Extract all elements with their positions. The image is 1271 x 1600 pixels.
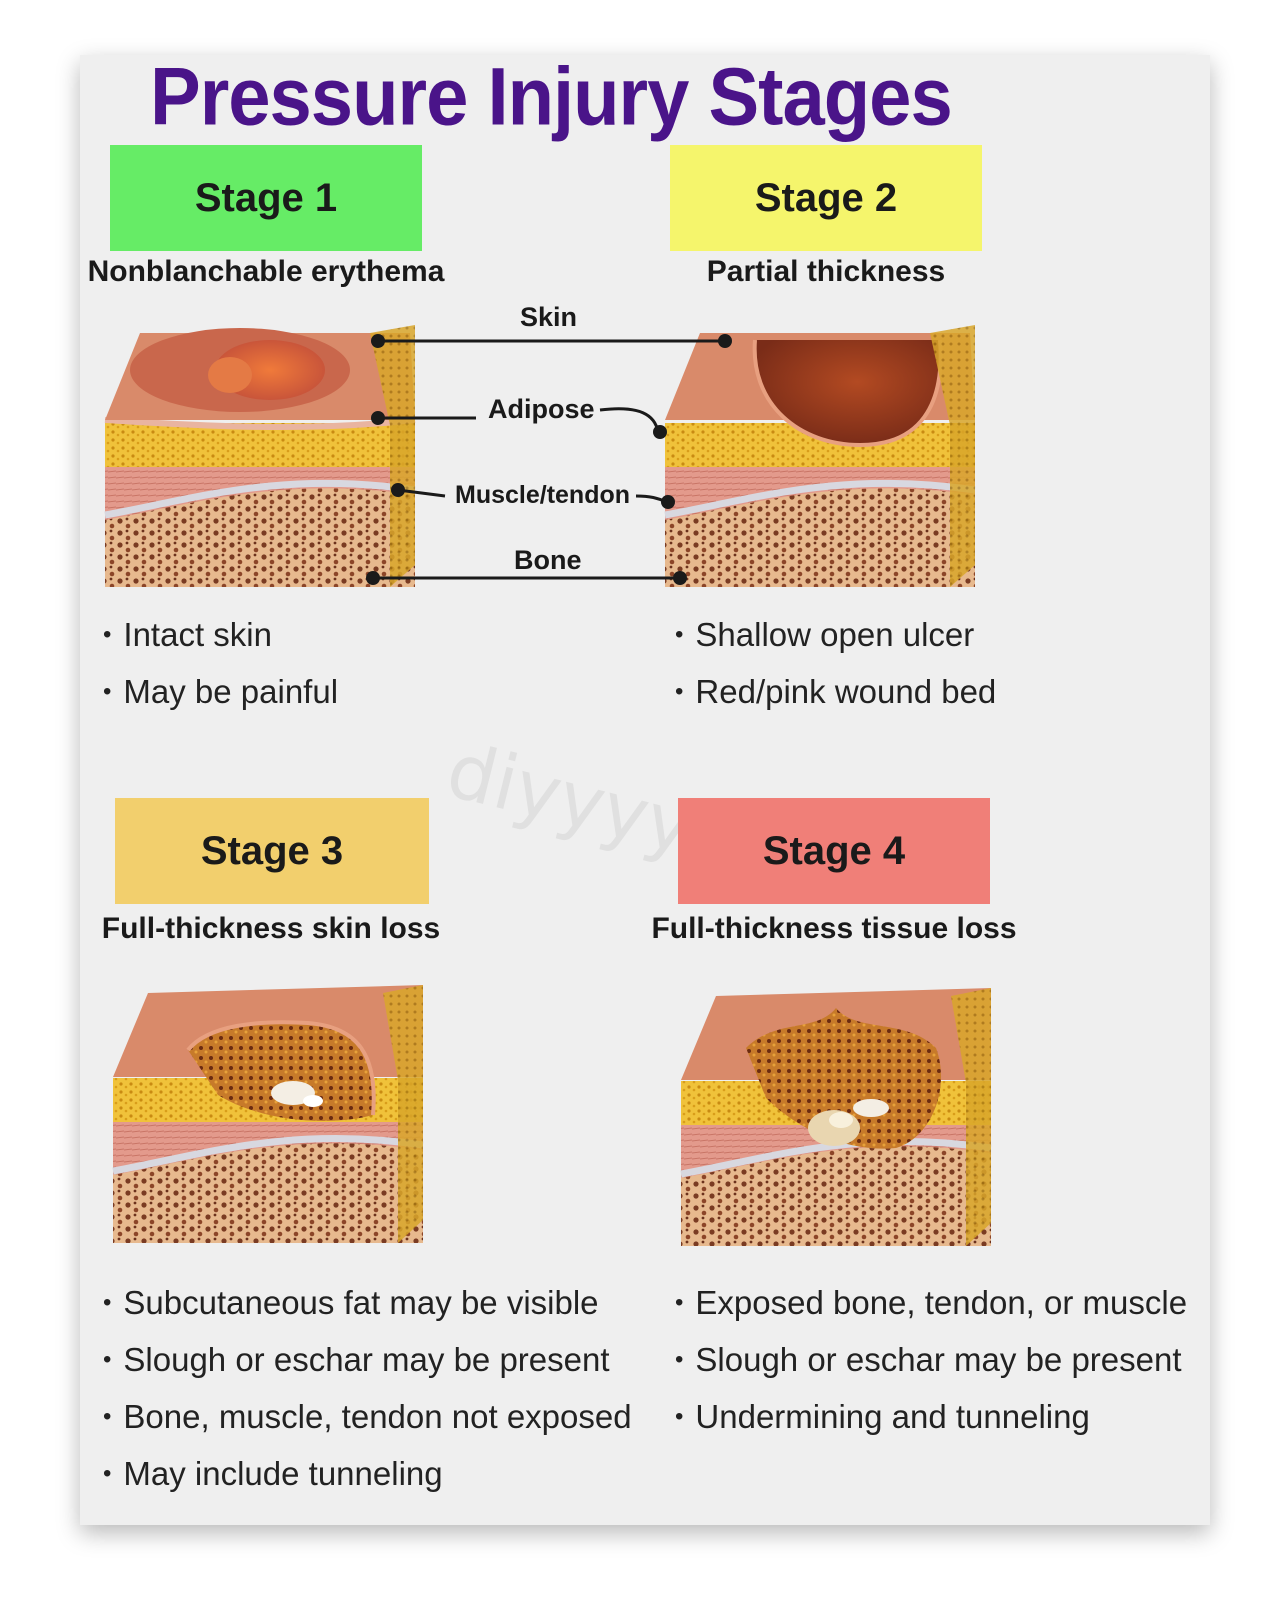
list-item: Intact skin: [103, 608, 338, 665]
stage-4-label: Stage 4: [762, 828, 906, 873]
stage-2-subtitle: Partial thickness: [706, 255, 946, 288]
page-title: Pressure Injury Stages: [150, 51, 953, 143]
layer-label-muscle: Muscle/tendon: [455, 481, 631, 509]
list-item: Slough or eschar may be present: [675, 1333, 1187, 1390]
stage-2-header: Stage 2: [670, 145, 982, 251]
stage-1-subtitle: Nonblanchable erythema: [87, 255, 445, 288]
layer-label-adipose: Adipose: [488, 394, 595, 424]
stage-2-bullets: Shallow open ulcer Red/pink wound bed: [675, 608, 996, 722]
stage-1-tissue-diagram: [104, 325, 416, 587]
list-item: May be painful: [103, 665, 338, 722]
stage-4-tissue-diagram: [680, 988, 992, 1246]
layer-label-bone: Bone: [514, 545, 582, 575]
stage-4-subtitle: Full-thickness tissue loss: [651, 912, 1017, 945]
stage-2-label: Stage 2: [754, 175, 898, 220]
stage-1-bullets: Intact skin May be painful: [103, 608, 338, 722]
list-item: Slough or eschar may be present: [103, 1333, 632, 1390]
list-item: Undermining and tunneling: [675, 1390, 1187, 1447]
list-item: Shallow open ulcer: [675, 608, 996, 665]
stage-1-header: Stage 1: [110, 145, 422, 251]
layer-label-skin: Skin: [520, 302, 578, 332]
stage-1-label: Stage 1: [194, 175, 338, 220]
list-item: Red/pink wound bed: [675, 665, 996, 722]
stage-4-header: Stage 4: [678, 798, 990, 904]
stage-3-tissue-diagram: [112, 985, 424, 1243]
list-item: Bone, muscle, tendon not exposed: [103, 1390, 631, 1447]
stage-3-label: Stage 3: [200, 828, 344, 873]
list-item: May include tunneling: [103, 1447, 632, 1504]
stage-4-bullets: Exposed bone, tendon, or muscle Slough o…: [675, 1276, 1187, 1447]
stage-2-tissue-diagram: [664, 325, 976, 587]
list-item: Subcutaneous fat may be visible: [103, 1276, 632, 1333]
stage-3-header: Stage 3: [115, 798, 429, 904]
stage-3-bullets: Subcutaneous fat may be visible Slough o…: [103, 1276, 632, 1504]
list-item: Exposed bone, tendon, or muscle: [675, 1276, 1187, 1333]
stage-3-subtitle: Full-thickness skin loss: [101, 912, 441, 945]
